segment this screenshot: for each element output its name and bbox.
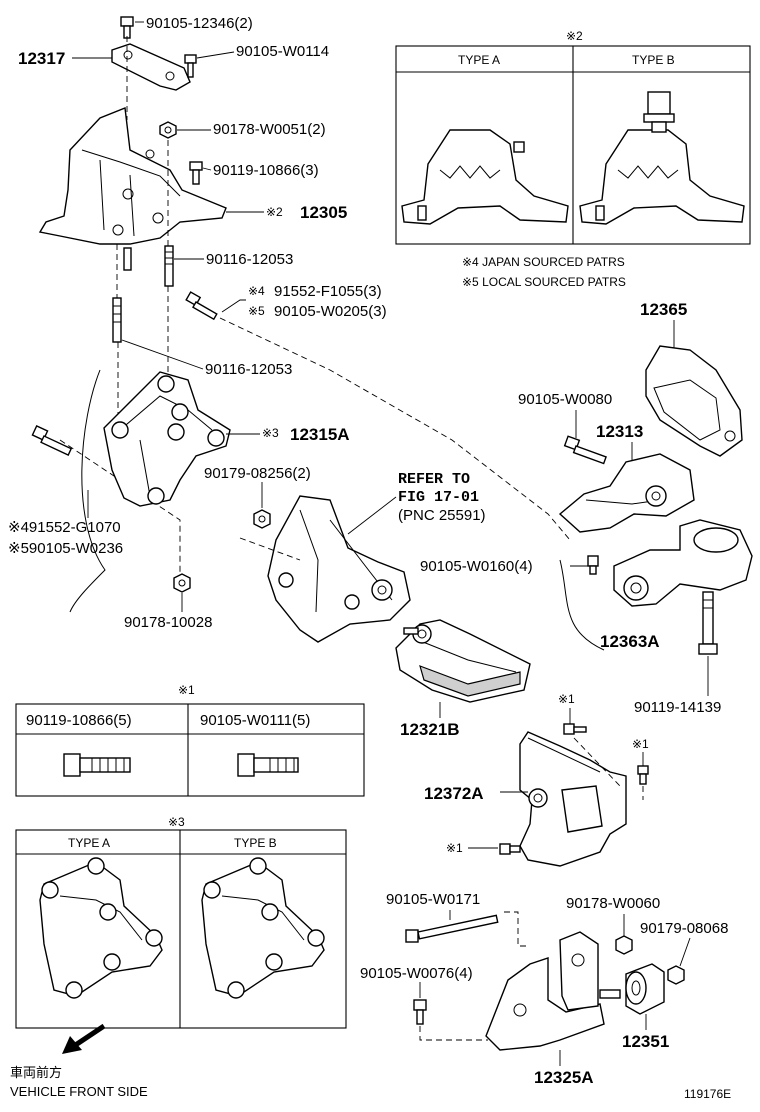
box2-type-a-bracket: [401, 129, 569, 225]
table1-frame: [15, 703, 365, 797]
label-12365: 12365: [640, 300, 687, 319]
label-12315A-mark: ※3: [262, 426, 279, 440]
bolt-91552-F1055: [185, 291, 218, 321]
bracket-12317: [111, 43, 191, 91]
label-12313: 12313: [596, 422, 643, 441]
label-12363A: 12363A: [600, 632, 660, 651]
label-90105-W0160: 90105-W0160(4): [420, 558, 533, 575]
box2-type-b: TYPE B: [632, 53, 675, 67]
engine-hanger-bracket: [267, 495, 411, 643]
label-90105-W0076: 90105-W0076(4): [360, 965, 473, 982]
stud-90116-12053-upper: [164, 245, 174, 287]
mark-1a: ※1: [558, 692, 575, 706]
bracket-12325A: [485, 931, 621, 1051]
mount-12363A: [613, 519, 753, 607]
label-91552-F1055: 91552-F1055(3): [274, 283, 382, 300]
label-90105-W0205-mark: ※5: [248, 304, 265, 318]
box3-type-b: TYPE B: [234, 836, 277, 850]
bolt-91552-G1070: [31, 425, 73, 456]
label-12305: 12305: [300, 203, 347, 222]
stud-left-upper: [123, 247, 132, 271]
label-90105-W0171: 90105-W0171: [386, 891, 480, 908]
table1-col-b: 90105-W0111(5): [200, 712, 310, 729]
nut-90178-W0060: [615, 935, 633, 955]
label-90119-10866: 90119-10866(3): [213, 162, 319, 179]
label-12315A: 12315A: [290, 425, 350, 444]
label-90105-W0080: 90105-W0080: [518, 391, 612, 408]
bolt-90105-W0114: [184, 54, 197, 78]
bolt-90119-10866-drawing: [63, 753, 131, 777]
refer-line-3: (PNC 25591): [398, 507, 486, 524]
label-90105-W0236: ※590105-W0236: [8, 540, 123, 557]
box3-type-a: TYPE A: [68, 836, 110, 850]
label-90116-12053-a: 90116-12053: [206, 251, 293, 268]
bracket-12305: [38, 107, 227, 245]
label-90179-08068: 90179-08068: [640, 920, 728, 937]
label-12372A: 12372A: [424, 784, 484, 803]
bolt-90105-W0080: [563, 435, 607, 465]
bolt-mark-1b: [637, 765, 649, 785]
bolt-90105-W0160: [587, 555, 599, 575]
label-90116-12053-b: 90116-12053: [205, 361, 292, 378]
bracket-12372A: [519, 731, 627, 867]
label-90178-W0060: 90178-W0060: [566, 895, 660, 912]
box3-frame: [15, 829, 347, 1029]
nut-90179-08068: [667, 965, 685, 985]
label-90105-12346: 90105-12346(2): [146, 15, 253, 32]
box2-type-a: TYPE A: [458, 53, 500, 67]
cover-12365: [645, 345, 743, 457]
bolt-90119-10866: [189, 161, 203, 185]
label-90178-W0051: 90178-W0051(2): [213, 121, 326, 138]
box3-type-a-plate: [39, 857, 163, 999]
bushing-12351: [625, 963, 665, 1015]
figure-id: 119176E: [684, 1087, 731, 1101]
bolt-90105-W0111-drawing: [237, 753, 299, 777]
mark-1b: ※1: [632, 737, 649, 751]
label-12321B: 12321B: [400, 720, 460, 739]
label-12325A: 12325A: [534, 1068, 594, 1087]
bolt-90105-W0171: [405, 914, 499, 943]
label-90105-W0205: 90105-W0205(3): [274, 303, 387, 320]
label-12317: 12317: [18, 49, 65, 68]
bracket-12315A: [103, 371, 231, 507]
label-90119-14139: 90119-14139: [634, 699, 721, 716]
note-japan: ※4 JAPAN SOURCED PATRS: [462, 255, 625, 269]
bolt-mark-1c: [499, 843, 521, 855]
box3-type-b-plate: [201, 857, 325, 999]
nut-90178-10028: [173, 573, 191, 593]
vehicle-front-arrow-icon: [62, 1023, 106, 1054]
bracket-12313: [558, 453, 695, 533]
stud-90116-12053-lower: [112, 297, 122, 343]
label-12351: 12351: [622, 1032, 669, 1051]
label-91552-G1070: ※491552-G1070: [8, 519, 121, 536]
refer-line-2: FIG 17-01: [398, 489, 479, 506]
label-90178-10028: 90178-10028: [124, 614, 212, 631]
footer-jp: 車両前方: [10, 1065, 62, 1080]
bolt-90105-12346: [120, 16, 134, 39]
nut-90178-W0051: [159, 121, 177, 139]
box2-mark: ※2: [566, 29, 583, 43]
bracket-12321B: [395, 619, 531, 703]
refer-line-1: REFER TO: [398, 471, 470, 488]
label-90179-08256: 90179-08256(2): [204, 465, 311, 482]
label-90105-W0114: 90105-W0114: [236, 43, 329, 60]
box3-mark: ※3: [168, 815, 185, 829]
mark-1c: ※1: [446, 841, 463, 855]
note-local: ※5 LOCAL SOURCED PATRS: [462, 275, 626, 289]
table1-mark: ※1: [178, 683, 195, 697]
nut-90179-08256: [253, 509, 271, 529]
label-12305-mark: ※2: [266, 205, 283, 219]
footer-en: VEHICLE FRONT SIDE: [10, 1084, 148, 1099]
label-91552-F1055-mark: ※4: [248, 284, 265, 298]
bolt-90119-14139: [698, 591, 718, 655]
bolt-mark-1a: [563, 723, 587, 735]
box2-type-b-bracket: [579, 91, 745, 225]
table1-col-a: 90119-10866(5): [26, 712, 132, 729]
bolt-90105-W0076: [413, 999, 427, 1025]
